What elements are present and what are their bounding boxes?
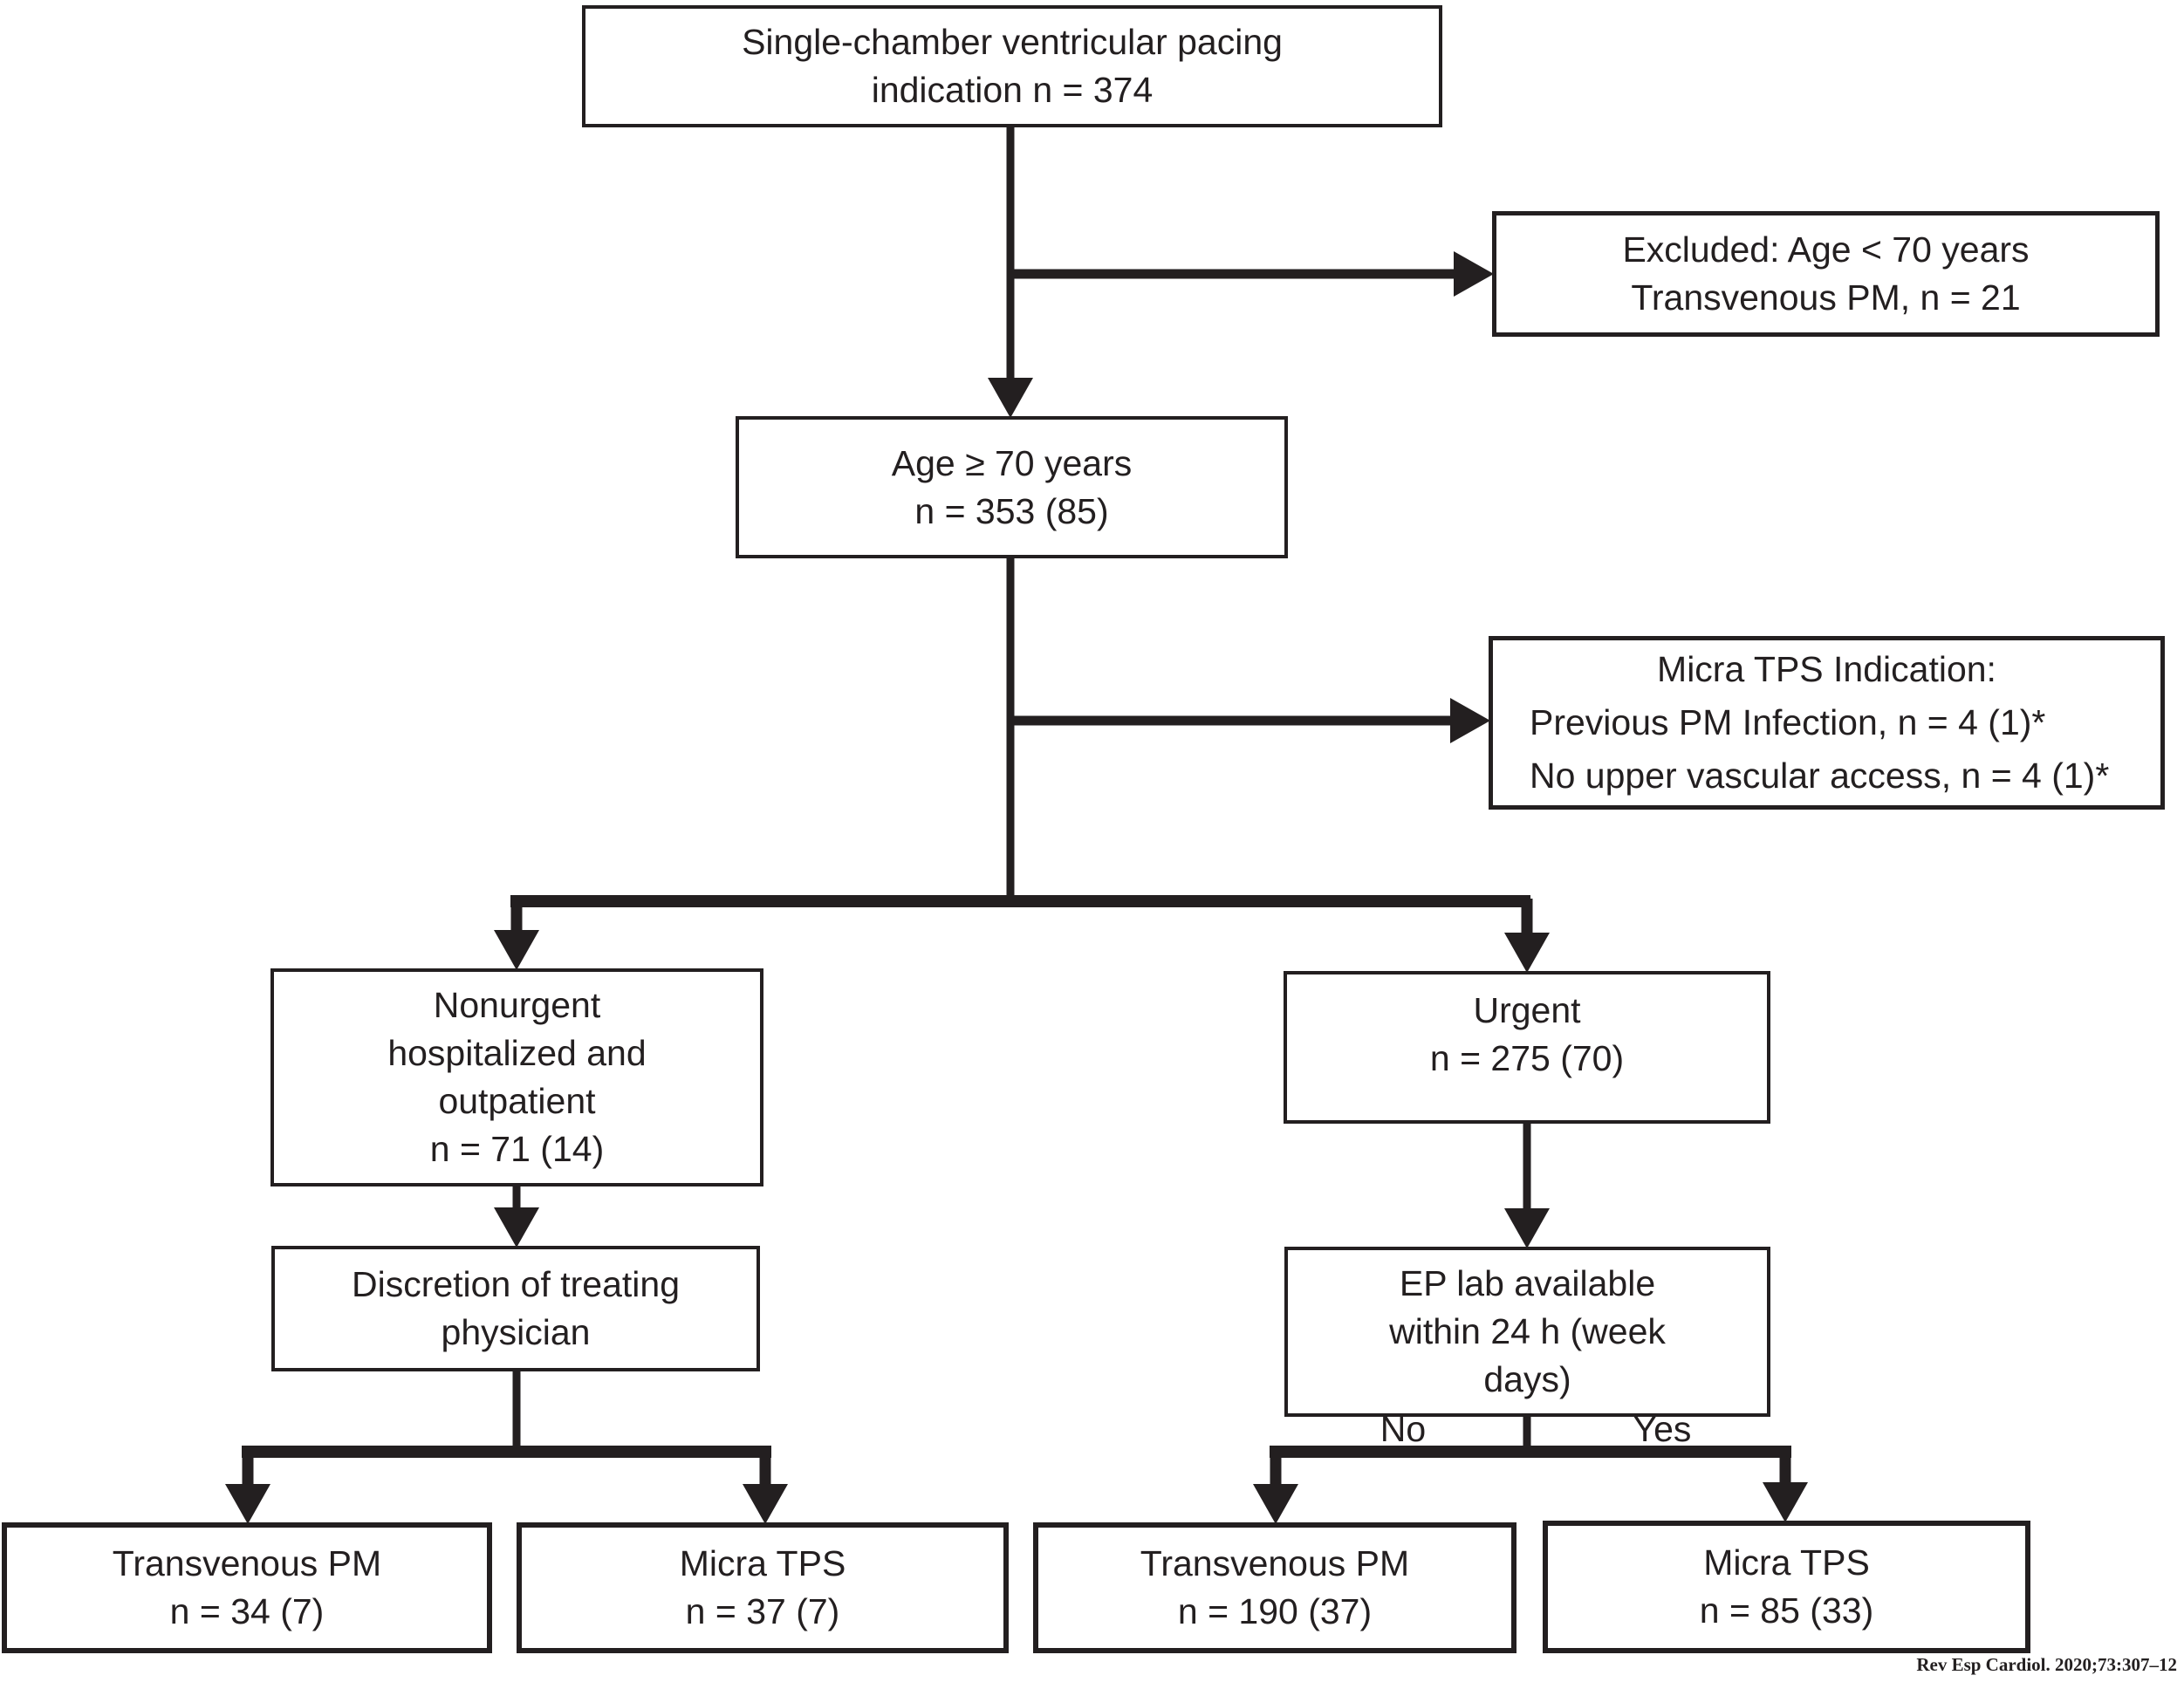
- node-micra-tps-urgent: Micra TPS n = 85 (33): [1543, 1521, 2030, 1653]
- arrowhead-into-age-box: [988, 378, 1033, 418]
- node-text-line: Discretion of treating: [351, 1264, 680, 1304]
- arrowhead-into-ep-lab-box: [1504, 1208, 1550, 1248]
- node-text-line: n = 71 (14): [429, 1129, 605, 1169]
- node-text-line: n = 353 (85): [914, 490, 1109, 531]
- node-text-line: Single-chamber ventricular pacing: [742, 22, 1283, 62]
- node-text-line: outpatient: [438, 1081, 596, 1121]
- arrowhead-into-nonurgent-box: [494, 930, 539, 970]
- node-text-line: days): [1483, 1359, 1571, 1399]
- node-text-line: hospitalized and: [387, 1033, 647, 1073]
- node-root: Single-chamber ventricular pacing indica…: [582, 5, 1442, 127]
- node-text-line: n = 85 (33): [1699, 1590, 1874, 1631]
- node-text-line: n = 275 (70): [1429, 1038, 1625, 1078]
- journal-citation: Rev Esp Cardiol. 2020;73:307–12: [1916, 1654, 2177, 1675]
- node-text-line: n = 190 (37): [1177, 1591, 1373, 1631]
- node-text-line: Transvenous PM: [1140, 1543, 1410, 1583]
- node-ep-lab: EP lab available within 24 h (week days): [1284, 1247, 1770, 1417]
- node-text-line: Micra TPS: [679, 1543, 846, 1583]
- node-transvenous-pm-urgent: Transvenous PM n = 190 (37): [1033, 1522, 1516, 1653]
- branch-label-yes: Yes: [1633, 1409, 1692, 1449]
- node-text-line: Age ≥ 70 years: [891, 442, 1133, 483]
- node-text-line: n = 37 (7): [685, 1591, 840, 1631]
- node-nonurgent: Nonurgent hospitalized and outpatient n …: [270, 968, 763, 1186]
- node-micra-tps-nonurgent: Micra TPS n = 37 (7): [517, 1522, 1009, 1653]
- arrowhead-into-micra-nonurgent-box: [743, 1484, 788, 1524]
- node-discretion: Discretion of treating physician: [271, 1246, 760, 1371]
- arrowhead-into-transvenous-nonurgent-box: [225, 1484, 270, 1524]
- node-text-line: Excluded: Age < 70 years: [1622, 229, 2030, 270]
- node-text-line: indication n = 374: [871, 70, 1154, 110]
- node-text-line: Urgent: [1473, 990, 1581, 1030]
- node-text-line: within 24 h (week: [1389, 1311, 1666, 1351]
- node-text-line: physician: [441, 1312, 591, 1352]
- node-text-line: Micra TPS: [1703, 1542, 1870, 1583]
- node-text-line: Transvenous PM, n = 21: [1631, 277, 2021, 318]
- node-age-70: Age ≥ 70 years n = 353 (85): [736, 416, 1288, 558]
- arrowhead-into-micra-indication-box: [1450, 698, 1490, 743]
- node-text-line: n = 34 (7): [169, 1591, 325, 1631]
- arrowhead-into-micra-urgent-box: [1763, 1482, 1808, 1522]
- branch-label-no: No: [1380, 1409, 1427, 1449]
- node-excluded: Excluded: Age < 70 years Transvenous PM,…: [1492, 211, 2160, 337]
- arrowhead-into-urgent-box: [1504, 933, 1550, 973]
- node-transvenous-pm-nonurgent: Transvenous PM n = 34 (7): [2, 1522, 492, 1653]
- node-text-line: EP lab available: [1399, 1263, 1656, 1303]
- node-text-line: No upper vascular access, n = 4 (1)*: [1530, 756, 2110, 796]
- node-text-line: Transvenous PM: [112, 1543, 382, 1583]
- node-micra-indication: Micra TPS Indication: Previous PM Infect…: [1489, 636, 2165, 810]
- arrowhead-into-discretion-box: [494, 1207, 539, 1248]
- arrowhead-into-excluded-box: [1454, 251, 1494, 297]
- node-text-line: Previous PM Infection, n = 4 (1)*: [1530, 702, 2046, 742]
- arrowhead-into-transvenous-urgent-box: [1253, 1484, 1298, 1524]
- node-text-line: Micra TPS Indication:: [1657, 649, 1996, 689]
- node-text-line: Nonurgent: [433, 985, 601, 1025]
- node-urgent: Urgent n = 275 (70): [1284, 971, 1770, 1124]
